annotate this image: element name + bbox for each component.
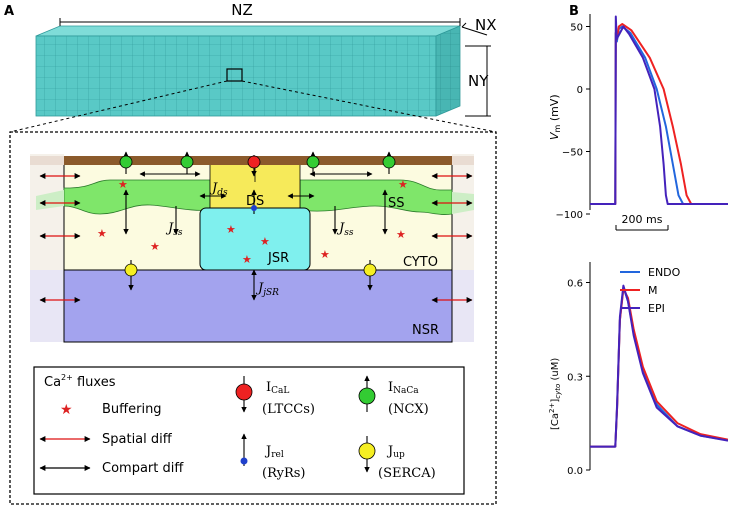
dimension-markers [59,18,491,117]
legend-inaca: INaCa [388,380,419,396]
legend-compart: Compart diff [102,461,184,476]
legend-label-endo: ENDO [648,266,681,279]
legend-jup: Jup [386,444,405,460]
ca-chart: 0.6 0.3 0.0 ENDO M EPI [Ca2+]cyto (uM) [548,262,728,477]
svg-text:JjSR: JjSR [255,281,279,298]
ltcc-channel-icon [247,155,261,177]
vm-series [590,15,728,205]
ryr-channel-icon [251,189,257,214]
cyto-label: CYTO [403,255,438,270]
nz-label: NZ [231,1,253,19]
buffer-star-icon: ★ [97,227,107,240]
ncx-channel-4-icon [382,151,396,174]
nsr-label: NSR [412,323,439,338]
compart-diff-arrows [123,171,388,301]
legend-ical: ICaL [266,380,289,396]
legend-title: Ca2+ fluxes [44,373,116,390]
detail-frame [9,131,497,505]
legend-label-m: M [648,284,658,297]
ca-series [590,284,728,448]
series-line-epi [590,284,728,448]
y-tick-label: 0.6 [567,279,583,290]
ca-ticks: 0.6 0.3 0.0 [567,279,590,477]
ncx-legend-icon [358,375,376,412]
flux-jss-right-symbol: J [336,221,345,236]
legend-inaca-desc: (NCX) [388,402,429,417]
buffering-star-icon: ★ [60,402,73,418]
buffer-star-icon: ★ [320,248,330,261]
serca-legend-icon [358,436,376,473]
zoom-line-right [241,80,497,133]
legend-jrel: Jrel [264,444,284,460]
buffer-star-icon: ★ [260,235,270,248]
ryr-legend-icon [240,433,248,466]
legend-jrel-desc: (RyRs) [262,466,306,481]
zoom-box [226,68,243,82]
y-tick-label: −50 [562,148,583,159]
svg-text:Jss: Jss [336,221,354,238]
tissue-block [35,25,461,117]
legend-buffering: Buffering [102,402,162,417]
flux-jss-right-sub: ss [344,228,354,238]
flux-jss-left-symbol: J [165,221,174,236]
scalebar-label: 200 ms [622,213,663,226]
buffer-star-icon: ★ [226,223,236,236]
jsr-label: JSR [267,251,289,266]
block-top-face [35,25,461,37]
ltcc-legend-icon [235,376,253,413]
ny-label: NY [468,72,489,90]
legend-spatial: Spatial diff [102,432,173,447]
buffer-star-icon: ★ [118,178,128,191]
nsr-region [63,269,453,343]
ncx-channel-1-icon [119,151,133,174]
scalebar [615,225,669,231]
ds-label: DS [246,194,264,209]
svg-text:Jds: Jds [209,181,228,198]
ss-right-label: SS [388,196,405,211]
vm-chart: 50 0 −50 −100 200 ms Vm (mV) [548,14,728,231]
series-line-epi [590,15,728,205]
ca-y-label: [Ca2+]cyto (uM) [548,358,562,430]
ss-left-region [63,179,211,215]
ss-right-region [299,179,453,215]
flux-jjsr-symbol: J [255,281,264,296]
panel-b-label: B [569,4,579,19]
spatial-diff-arrows [39,173,473,303]
ca-legend: ENDO M EPI [620,266,681,315]
svg-text:Jss: Jss [165,221,183,238]
y-tick-label: −100 [556,210,583,221]
flux-jds-symbol: J [209,181,218,196]
vm-ticks: 50 0 −50 −100 [556,23,590,221]
cell-schematic [30,154,474,343]
flux-jss-left-sub: ss [173,228,183,238]
serca-channel-1-icon [124,260,138,291]
legend-label-epi: EPI [648,302,665,315]
flux-jds-sub: ds [217,188,228,198]
y-tick-label: 0.3 [567,372,583,383]
buffer-stars: ★ ★ ★ ★ ★ ★ ★ ★ ★ [97,178,408,266]
zoom-line-left [9,80,228,133]
legend-ical-desc: (LTCCs) [262,402,315,417]
buffer-star-icon: ★ [150,240,160,253]
legend-jup-desc: (SERCA) [378,466,436,481]
panel-a-label: A [4,4,14,19]
y-tick-label: 50 [570,23,583,34]
serca-channel-2-icon [363,260,377,291]
ncx-channel-2-icon [180,151,194,174]
buffer-star-icon: ★ [242,253,252,266]
y-tick-label: 0 [577,85,583,96]
ncx-channel-3-icon [306,151,320,174]
buffer-star-icon: ★ [398,178,408,191]
flux-labels: Jds Jss Jss JjSR [165,181,354,298]
jsr-region [199,207,311,271]
vm-y-label: Vm (mV) [548,94,562,140]
buffer-star-icon: ★ [396,228,406,241]
nx-label: NX [475,16,497,34]
channels [119,151,396,291]
y-tick-label: 0.0 [567,466,583,477]
flux-jjsr-sub: jSR [261,288,279,298]
